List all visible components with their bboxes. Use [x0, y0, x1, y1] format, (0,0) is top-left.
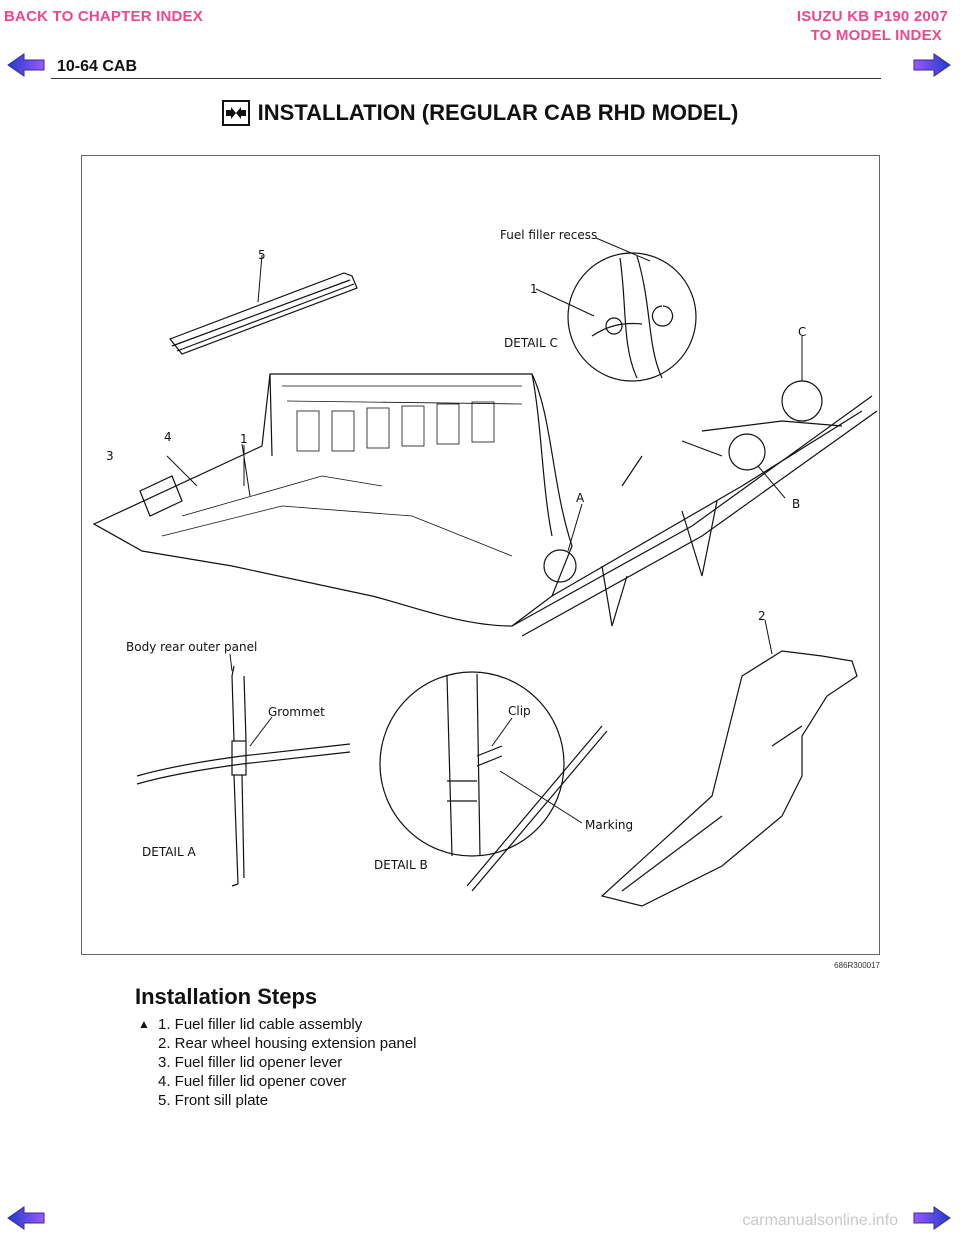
installation-figure: Fuel filler recess 1 DETAIL C 5 C 3 4 1 … — [81, 155, 880, 955]
prev-page-arrow-icon-bottom[interactable] — [6, 1205, 46, 1231]
list-item: 3. Fuel filler lid opener lever — [138, 1053, 417, 1072]
list-item: 5. Front sill plate — [138, 1091, 417, 1110]
detail-b-marker — [728, 433, 766, 471]
label-callout-1-detail-c: 1 — [530, 282, 538, 296]
figure-code: 686R300017 — [834, 961, 880, 970]
back-to-chapter-index-link[interactable]: BACK TO CHAPTER INDEX — [4, 8, 203, 25]
page-header-section: 10-64 CAB — [57, 58, 138, 75]
label-grommet: Grommet — [268, 705, 325, 719]
cab-floor-pan — [92, 373, 573, 627]
steps-heading: Installation Steps — [135, 984, 318, 1009]
label-body-rear-outer-panel: Body rear outer panel — [126, 640, 257, 654]
front-sill-plate — [169, 272, 358, 355]
to-model-index-link[interactable]: TO MODEL INDEX — [810, 27, 942, 44]
step-marker — [138, 1072, 158, 1091]
label-callout-3: 3 — [106, 449, 114, 463]
label-detail-a: DETAIL A — [142, 845, 196, 859]
model-title-link[interactable]: ISUZU KB P190 2007 — [796, 8, 948, 25]
triangle-marker-icon: ▲ — [138, 1017, 150, 1031]
next-page-arrow-icon[interactable] — [912, 52, 952, 78]
detail-a-marker — [543, 549, 577, 583]
title-row: INSTALLATION (REGULAR CAB RHD MODEL) — [0, 96, 960, 130]
label-callout-4: 4 — [164, 430, 172, 444]
step-marker — [138, 1053, 158, 1072]
rear-wheel-housing-extension-panel — [600, 650, 858, 907]
label-callout-2: 2 — [758, 609, 766, 623]
label-callout-1: 1 — [240, 432, 248, 446]
cab-underbody-illustration: Fuel filler recess 1 DETAIL C 5 C 3 4 1 … — [92, 228, 878, 907]
list-item: 2. Rear wheel housing extension panel — [138, 1034, 417, 1053]
detail-c-circle — [567, 252, 697, 382]
label-callout-a: A — [576, 491, 585, 505]
label-fuel-filler-recess: Fuel filler recess — [500, 228, 597, 242]
steps-list: ▲ 1. Fuel filler lid cable assembly 2. Re… — [138, 1015, 417, 1110]
step-text: 3. Fuel filler lid opener lever — [158, 1054, 343, 1071]
watermark: carmanualsonline.info — [742, 1212, 898, 1229]
label-detail-c: DETAIL C — [504, 336, 558, 350]
list-item: ▲ 1. Fuel filler lid cable assembly — [138, 1015, 417, 1034]
label-detail-b: DETAIL B — [374, 858, 428, 872]
step-marker — [138, 1091, 158, 1110]
detail-b-circle — [379, 671, 565, 857]
install-arrows-icon — [221, 100, 250, 126]
step-text: 4. Fuel filler lid opener cover — [158, 1073, 347, 1090]
prev-page-arrow-icon[interactable] — [6, 52, 46, 78]
step-text: 1. Fuel filler lid cable assembly — [158, 1016, 363, 1033]
header-divider — [51, 78, 881, 79]
next-page-arrow-icon-bottom[interactable] — [912, 1205, 952, 1231]
label-callout-c: C — [798, 325, 806, 339]
label-clip: Clip — [508, 704, 531, 718]
grommet — [231, 740, 247, 776]
detail-a-cable — [136, 743, 351, 777]
detail-c-marker — [781, 380, 823, 422]
step-text: 2. Rear wheel housing extension panel — [158, 1035, 417, 1052]
frame-rail — [511, 395, 873, 627]
label-marking: Marking — [585, 818, 633, 832]
step-marker — [138, 1034, 158, 1053]
step-text: 5. Front sill plate — [158, 1092, 269, 1109]
list-item: 4. Fuel filler lid opener cover — [138, 1072, 417, 1091]
page-title: INSTALLATION (REGULAR CAB RHD MODEL) — [257, 100, 739, 125]
label-callout-b: B — [792, 497, 800, 511]
label-callout-5: 5 — [258, 248, 266, 262]
